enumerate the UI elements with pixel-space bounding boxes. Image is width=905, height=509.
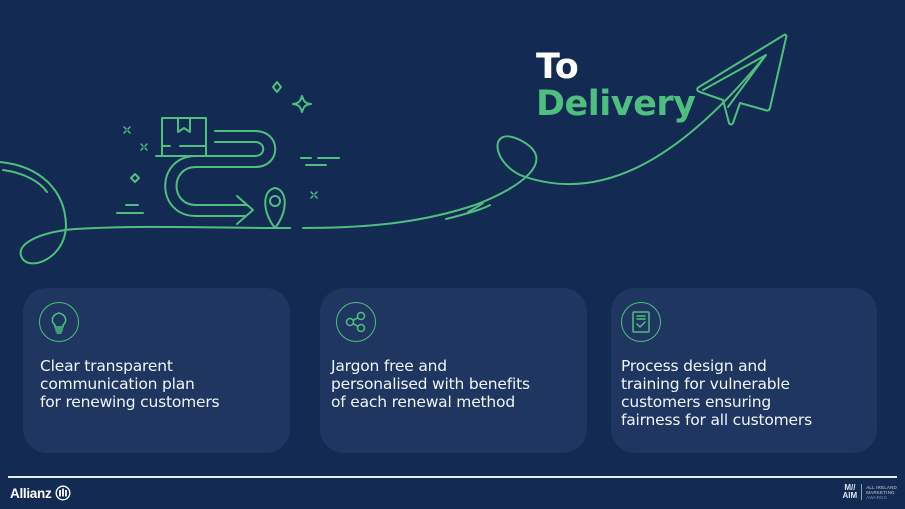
- sparkle-icon: [272, 81, 282, 93]
- feature-card-text: Clear transparent communication plan for…: [40, 357, 280, 411]
- aim-separator: [861, 484, 863, 500]
- lightbulb-icon: [39, 302, 79, 342]
- feature-card-jargon-free: Jargon free and personalised with benefi…: [320, 288, 587, 453]
- share-icon: [336, 302, 376, 342]
- card-text-line: communication plan: [40, 375, 195, 393]
- feature-card-text: Process design and training for vulnerab…: [621, 357, 867, 429]
- aim-text-line: ALL IRELAND: [866, 484, 897, 490]
- aim-mark-top: M//: [844, 483, 856, 492]
- card-text-line: personalised with benefits: [331, 375, 530, 393]
- allianz-eagle-icon: [55, 485, 71, 501]
- allianz-logo: Allianz: [10, 485, 71, 501]
- feature-card-process-design: Process design and training for vulnerab…: [611, 288, 877, 453]
- card-text-line: for renewing customers: [40, 393, 220, 411]
- sparkle-dots-icon: [123, 126, 318, 199]
- card-text-line: Process design and: [621, 357, 767, 375]
- card-text-line: fairness for all customers: [621, 411, 812, 429]
- checklist-document-icon: [621, 302, 661, 342]
- aim-awards-logo: M// AIM ALL IRELAND MARKETING AWARDS: [843, 484, 897, 500]
- aim-text-line: AWARDS: [866, 494, 887, 500]
- feature-card-communication: Clear transparent communication plan for…: [23, 288, 290, 453]
- delivery-illustration: [0, 33, 788, 265]
- card-text-line: of each renewal method: [331, 393, 515, 411]
- page-title: To Delivery: [536, 47, 696, 124]
- paper-plane-icon: [696, 33, 788, 126]
- swoosh-left-icon: [0, 161, 291, 265]
- card-text-line: training for vulnerable: [621, 375, 790, 393]
- aim-text: ALL IRELAND MARKETING AWARDS: [866, 485, 897, 500]
- swoosh-right-icon: [302, 55, 766, 229]
- aim-mark-bottom: AIM: [842, 491, 858, 500]
- card-text-line: Clear transparent: [40, 357, 173, 375]
- feature-card-text: Jargon free and personalised with benefi…: [331, 357, 577, 411]
- aim-mark: M// AIM: [843, 484, 858, 500]
- card-text-line: Jargon free and: [331, 357, 447, 375]
- title-line-1: To: [536, 47, 579, 87]
- sparkle-icon: [130, 173, 140, 183]
- package-box-icon: [155, 117, 212, 157]
- swoosh-left-inner-icon: [2, 169, 48, 193]
- location-pin-icon: [264, 187, 286, 229]
- winding-route-arrow-icon: [164, 130, 277, 225]
- aim-text-line: MARKETING: [866, 489, 895, 495]
- card-text-line: customers ensuring: [621, 393, 771, 411]
- brand-name: Allianz: [10, 485, 52, 501]
- title-line-2: Delivery: [536, 84, 696, 124]
- footer-divider: [8, 476, 897, 478]
- sparkle-icon: [292, 95, 312, 113]
